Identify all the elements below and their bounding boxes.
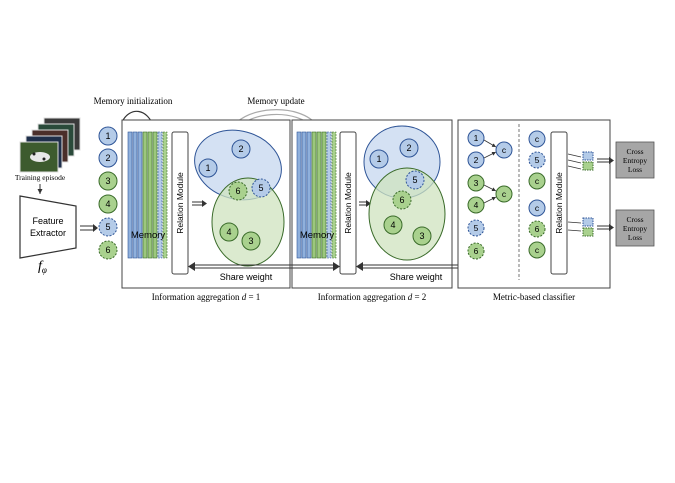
svg-text:c: c <box>535 134 540 144</box>
loss-2-line2: Entropy <box>623 224 647 233</box>
training-episode-images <box>19 117 81 173</box>
svg-text:6: 6 <box>474 246 479 256</box>
svg-text:2: 2 <box>238 144 243 154</box>
svg-text:1: 1 <box>474 133 479 143</box>
memory-bank-2 <box>296 131 337 259</box>
memory-label-2: Memory <box>300 230 335 241</box>
svg-text:3: 3 <box>419 231 424 241</box>
svg-text:4: 4 <box>390 220 395 230</box>
feature-extractor-line1: Feature <box>32 216 63 226</box>
svg-text:3: 3 <box>248 236 253 246</box>
feature-extractor-line2: Extractor <box>30 228 66 238</box>
svg-text:6: 6 <box>399 195 404 205</box>
svg-text:3: 3 <box>105 176 110 186</box>
cross-entropy-loss-box-1 <box>615 141 655 179</box>
relation-module-2-label: Relation Module <box>343 172 353 234</box>
share-weight-label-1: Share weight <box>220 272 273 282</box>
feature-extractor-block <box>19 195 77 259</box>
svg-text:2: 2 <box>406 143 411 153</box>
svg-text:1: 1 <box>376 154 381 164</box>
caption-aggregation-1: Information aggregation d = 1 <box>152 292 261 302</box>
loss-1-line3: Loss <box>628 165 642 174</box>
svg-text:5: 5 <box>412 175 417 185</box>
svg-text:6: 6 <box>535 224 540 234</box>
loss-1-line2: Entropy <box>623 156 647 165</box>
caption-classifier: Metric-based classifier <box>493 292 575 302</box>
loss-2-line1: Cross <box>626 215 643 224</box>
svg-text:1: 1 <box>105 131 110 141</box>
svg-text:c: c <box>502 145 507 155</box>
svg-text:5: 5 <box>105 222 110 232</box>
input-node-column: 1 2 3 4 5 6 <box>98 126 118 260</box>
svg-text:5: 5 <box>535 155 540 165</box>
classifier-outputs <box>567 151 614 237</box>
svg-text:4: 4 <box>226 227 231 237</box>
share-weight-arrow-1 <box>188 262 340 271</box>
svg-text:3: 3 <box>474 178 479 188</box>
svg-text:5: 5 <box>474 223 479 233</box>
memory-label-1: Memory <box>131 230 166 241</box>
svg-text:c: c <box>535 203 540 213</box>
svg-text:c: c <box>535 245 540 255</box>
svg-text:2: 2 <box>105 153 110 163</box>
f-phi-symbol: fφ <box>38 259 47 275</box>
loss-1-line1: Cross <box>626 147 643 156</box>
svg-text:1: 1 <box>205 163 210 173</box>
svg-text:4: 4 <box>105 199 110 209</box>
cross-entropy-loss-box-2 <box>615 209 655 247</box>
caption-aggregation-2: Information aggregation d = 2 <box>318 292 427 302</box>
relation-module-1-label: Relation Module <box>175 172 185 234</box>
svg-text:2: 2 <box>474 155 479 165</box>
svg-text:c: c <box>502 189 507 199</box>
relation-module-2 <box>339 131 357 275</box>
memory-init-label: Memory initialization <box>94 96 173 106</box>
graph-2: 1 2 5 6 4 3 <box>363 125 446 261</box>
classifier-support-nodes: 1 2 3 4 5 6 c c <box>467 129 513 260</box>
loss-2-line3: Loss <box>628 233 642 242</box>
svg-text:6: 6 <box>105 245 110 255</box>
svg-text:5: 5 <box>258 183 263 193</box>
classifier-relation-label: Relation Module <box>554 172 564 234</box>
relation-module-1 <box>171 131 189 275</box>
classifier-query-pairs: c 5 c c 6 c <box>528 130 546 259</box>
svg-text:4: 4 <box>474 200 479 210</box>
training-episode-label: Training episode <box>15 173 66 182</box>
classifier-relation-module <box>550 131 568 275</box>
memory-bank-1 <box>127 131 168 259</box>
memory-update-label: Memory update <box>247 96 304 106</box>
svg-text:c: c <box>535 176 540 186</box>
share-weight-label-2: Share weight <box>390 272 443 282</box>
graph-1: 1 2 6 5 4 3 <box>194 129 285 267</box>
svg-text:6: 6 <box>235 186 240 196</box>
